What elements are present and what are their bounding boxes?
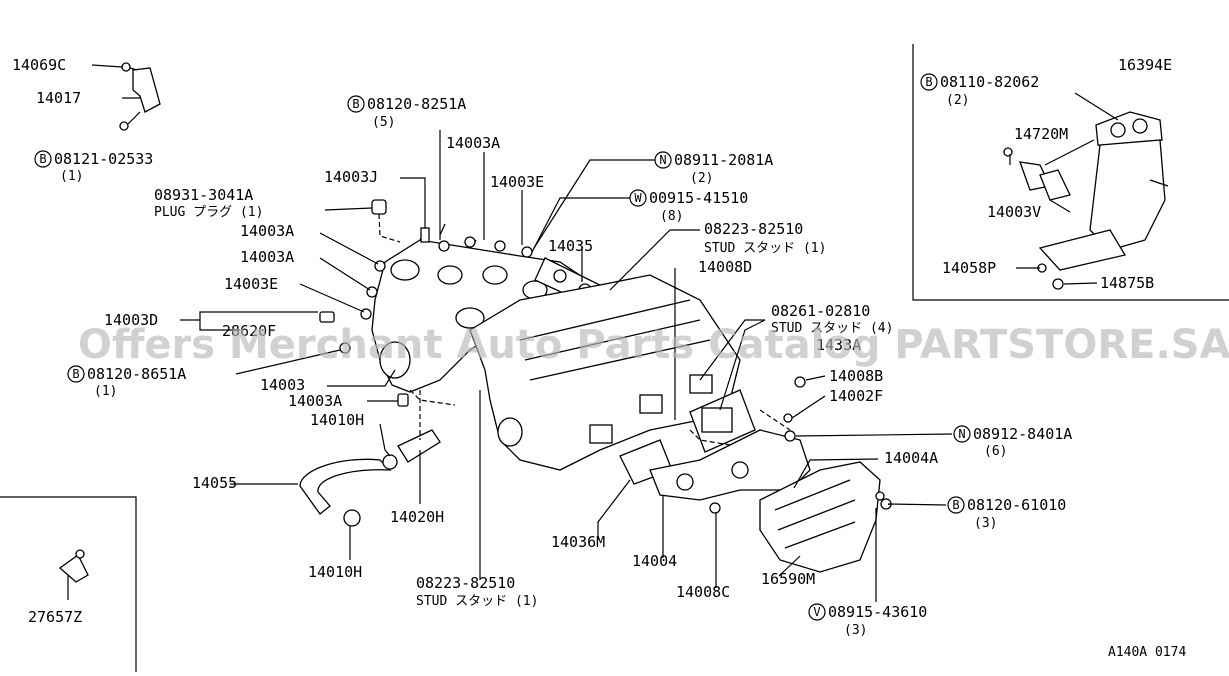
bolt-marker-text: B	[39, 152, 46, 166]
part-label[interactable]: 14010H	[308, 563, 362, 581]
part-label[interactable]: 14003A	[446, 134, 500, 152]
part-label[interactable]: 14017	[36, 89, 81, 107]
inset-box-left	[0, 496, 137, 672]
hose-14055	[299, 458, 392, 515]
part-qty: (2)	[946, 93, 969, 108]
part-label[interactable]: 14003V	[987, 203, 1041, 221]
part-label[interactable]: 08912-8401A	[973, 425, 1072, 443]
bolt-marker	[947, 496, 965, 514]
part-label[interactable]: 14020H	[390, 508, 444, 526]
nut-marker	[654, 151, 672, 169]
part-label[interactable]: 14004A	[884, 449, 938, 467]
bolt-marker	[920, 73, 938, 91]
bolt-08121	[119, 121, 129, 131]
part-label[interactable]: 1433A	[816, 336, 861, 354]
part-qty: (8)	[660, 209, 683, 224]
part-label[interactable]: 08120-61010	[967, 496, 1066, 514]
prefix-markers: B B N W B N B V B	[34, 73, 971, 621]
part-label[interactable]: 14008B	[829, 367, 883, 385]
part-label[interactable]: 08915-43610	[828, 603, 927, 621]
part-description: PLUG プラグ (1)	[154, 205, 263, 220]
part-label[interactable]: 08931-3041A	[154, 186, 253, 204]
drawing-art	[119, 62, 892, 573]
part-label[interactable]: 08110-82062	[940, 73, 1039, 91]
part-label[interactable]: 14720M	[1014, 125, 1068, 143]
part-label[interactable]: 08120-8651A	[87, 365, 186, 383]
part-qty: (6)	[984, 444, 1007, 459]
clamp-14010H-lower	[343, 509, 361, 527]
bracket-27657Z	[58, 554, 89, 583]
part-qty: (1)	[60, 169, 83, 184]
diagram-code: A140A 0174	[1108, 645, 1186, 660]
nut-marker-text: N	[659, 153, 666, 167]
part-label[interactable]: 14010H	[310, 411, 364, 429]
part-label[interactable]: 14875B	[1100, 274, 1154, 292]
part-label[interactable]: 14003E	[490, 173, 544, 191]
part-label[interactable]: 14004	[632, 552, 677, 570]
part-label[interactable]: 14035	[548, 237, 593, 255]
part-label[interactable]: 14055	[192, 474, 237, 492]
part-label[interactable]: 00915-41510	[649, 189, 748, 207]
part-label[interactable]: 28620F	[222, 322, 276, 340]
part-label[interactable]: 14002F	[829, 387, 883, 405]
bolt-marker	[34, 150, 52, 168]
part-qty: (5)	[372, 115, 395, 130]
part-label[interactable]: 14003A	[240, 222, 294, 240]
part-labels: 14069C 14017 08121-02533 (1) 08120-8251A…	[12, 56, 1172, 638]
v-washer-marker-text: V	[813, 605, 820, 619]
part-label[interactable]: 14003	[260, 376, 305, 394]
part-label[interactable]: 08261-02810	[771, 302, 870, 320]
bolt-marker	[67, 365, 85, 383]
inset-box-right	[912, 44, 1229, 301]
part-label[interactable]: 14036M	[551, 533, 605, 551]
part-label[interactable]: 14003A	[240, 248, 294, 266]
plug-part	[371, 199, 387, 215]
leader-lines	[67, 64, 953, 602]
washer-marker-text: W	[634, 191, 642, 205]
nut-marker-text: N	[958, 427, 965, 441]
bolt-marker-text: B	[352, 97, 359, 111]
part-label[interactable]: 08223-82510	[704, 220, 803, 238]
part-qty: (2)	[690, 171, 713, 186]
part-label[interactable]: 14003A	[288, 392, 342, 410]
part-label[interactable]: 16590M	[761, 570, 815, 588]
part-label[interactable]: 08911-2081A	[674, 151, 773, 169]
part-label[interactable]: 08120-8251A	[367, 95, 466, 113]
clamp-14010H-upper	[382, 454, 398, 470]
part-label[interactable]: 16394E	[1118, 56, 1172, 74]
nut-marker	[953, 425, 971, 443]
v-washer-marker	[808, 603, 826, 621]
part-label[interactable]: 14003E	[224, 275, 278, 293]
bolt-marker	[347, 95, 365, 113]
inset-duct	[1089, 139, 1166, 251]
bolt-14069C	[121, 62, 131, 72]
part-description: STUD スタッド (1)	[704, 241, 826, 256]
part-description: STUD スタッド (4)	[771, 321, 893, 336]
part-qty: (3)	[844, 623, 867, 638]
part-label[interactable]: 14003D	[104, 311, 158, 329]
pipe-14020H	[397, 429, 441, 463]
part-qty: (1)	[94, 384, 117, 399]
part-label[interactable]: 14008D	[698, 258, 752, 276]
bolt-marker-text: B	[952, 498, 959, 512]
part-label[interactable]: 27657Z	[28, 608, 82, 626]
part-label[interactable]: 14069C	[12, 56, 66, 74]
bolt-marker-text: B	[72, 367, 79, 381]
bolt-marker-text: B	[925, 75, 932, 89]
washer-marker	[629, 189, 647, 207]
part-label[interactable]: 14058P	[942, 259, 996, 277]
part-label[interactable]: 08121-02533	[54, 150, 153, 168]
part-description: STUD スタッド (1)	[416, 594, 538, 609]
bracket-14017	[132, 67, 161, 113]
part-qty: (3)	[974, 516, 997, 531]
part-label[interactable]: 08223-82510	[416, 574, 515, 592]
heat-shield-16590M	[759, 461, 881, 573]
part-label[interactable]: 14008C	[676, 583, 730, 601]
part-label[interactable]: 14003J	[324, 168, 378, 186]
watermark: Offers Merchant Auto Parts Catalog PARTS…	[78, 322, 1229, 368]
